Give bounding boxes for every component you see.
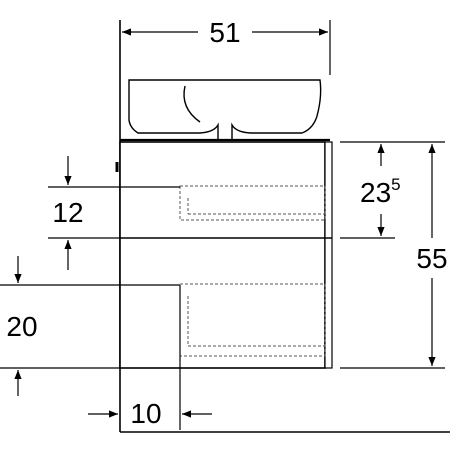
label-offset-upper: 12 xyxy=(52,197,83,228)
vanity-cabinet xyxy=(115,141,333,369)
label-offset-lower: 20 xyxy=(6,311,37,342)
label-upper-drawer: 235 xyxy=(360,175,401,208)
label-upper-drawer-sup: 5 xyxy=(391,175,400,194)
dimension-height-total xyxy=(340,141,445,369)
label-width-top: 51 xyxy=(209,17,240,48)
label-inset-bottom: 10 xyxy=(130,398,161,429)
dimension-upper-drawer xyxy=(340,144,395,239)
dimension-inset-bottom xyxy=(88,285,212,430)
label-height-total: 55 xyxy=(416,243,447,274)
washbasin xyxy=(120,79,330,142)
dimension-width-top xyxy=(122,20,331,75)
label-upper-drawer-main: 23 xyxy=(360,177,391,208)
dimension-offset-upper xyxy=(48,156,180,270)
dimension-offset-lower xyxy=(0,256,180,396)
hidden-drawer-lines xyxy=(179,185,326,357)
